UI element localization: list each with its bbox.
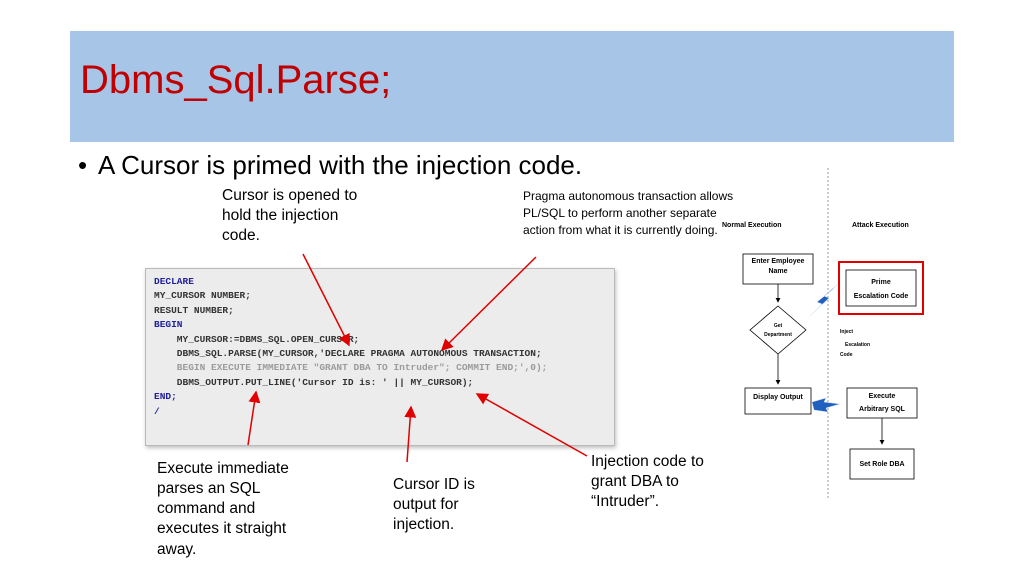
lightning-icon-inject (809, 283, 839, 317)
flow-text-execute-1: Execute (869, 393, 896, 400)
flow-text-inject-1: Inject (840, 329, 853, 335)
arrow-injection-code (475, 393, 588, 457)
flow-highlight-prime (838, 261, 924, 315)
code-line: END; (154, 391, 177, 403)
flow-text-prime-1: Prime (871, 279, 891, 286)
code-line: BEGIN EXECUTE IMMEDIATE "GRANT DBA TO In… (154, 362, 548, 374)
code-line: DBMS_OUTPUT.PUT_LINE('Cursor ID is: ' ||… (154, 376, 474, 388)
flow-heading-attack: Attack Execution (852, 222, 909, 229)
arrow-execute-immediate (247, 390, 261, 446)
code-line: MY_CURSOR NUMBER; (154, 290, 251, 302)
code-block: DECLARE MY_CURSOR NUMBER; RESULT NUMBER; BE… (154, 275, 547, 419)
flow-box-execute (846, 387, 918, 419)
flow-text-inject-2: Escalation (845, 342, 870, 348)
code-line: DBMS_SQL.PARSE(MY_CURSOR,'DECLARE PRAGMA… (154, 348, 542, 360)
bullet-text: A Cursor is primed with the injection co… (98, 150, 583, 180)
flow-box-display-output (744, 387, 812, 415)
lightning-icon-execute (811, 397, 841, 413)
flow-text-get-department-1: Get (774, 323, 783, 329)
flow-text-prime-2: Escalation Code (854, 293, 909, 300)
bullet-point: • A Cursor is primed with the injection c… (78, 150, 582, 181)
code-screenshot: DECLARE MY_CURSOR NUMBER; RESULT NUMBER; BE… (145, 268, 615, 446)
flow-text-execute-2: Arbitrary SQL (859, 406, 906, 413)
note-injection-code: Injection code to grant DBA to “Intruder… (591, 453, 704, 511)
note-cursor-opened: Cursor is opened to hold the injection c… (222, 187, 358, 245)
code-line: RESULT NUMBER; (154, 304, 234, 316)
slide-title: Dbms_Sql.Parse; (80, 58, 392, 102)
flow-text-inject-3: Code (840, 352, 853, 358)
code-line: DECLARE (154, 276, 194, 287)
arrow-pragma (440, 256, 537, 352)
flow-text-enter-employee-2: Name (768, 268, 787, 275)
note-execute-immediate: Execute immediate parses an SQL command … (157, 460, 289, 558)
flow-text-enter-employee-1: Enter Employee (752, 258, 805, 265)
code-line: / (154, 405, 160, 417)
flow-heading-normal: Normal Execution (722, 222, 782, 229)
flow-text-get-department-2: Department (764, 332, 792, 338)
arrow-cursor-id (404, 405, 417, 463)
flow-diamond-get-department (749, 305, 807, 355)
flow-box-prime (845, 269, 917, 307)
bullet-dot-icon: • (78, 150, 88, 180)
code-line: MY_CURSOR:=DBMS_SQL.OPEN_CURSOR; (154, 333, 360, 345)
flow-box-set-role (849, 448, 915, 480)
code-line: BEGIN (154, 319, 183, 331)
title-band (70, 31, 954, 142)
arrow-cursor-opened (302, 253, 350, 347)
flow-text-display-output: Display Output (753, 394, 803, 401)
flow-text-set-role: Set Role DBA (859, 461, 904, 468)
note-pragma: Pragma autonomous transaction allows PL/… (523, 189, 734, 237)
note-cursor-id: Cursor ID is output for injection. (393, 476, 475, 534)
